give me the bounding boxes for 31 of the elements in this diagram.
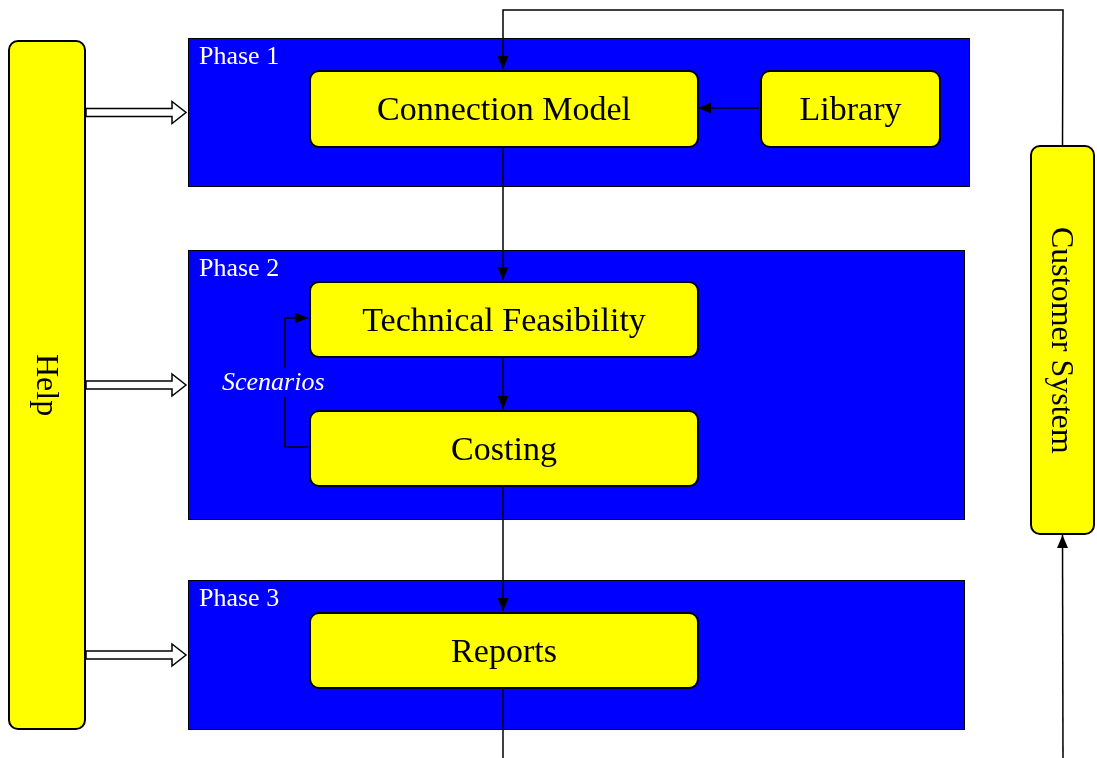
phase-panel <box>188 580 965 730</box>
arrow <box>497 356 509 410</box>
help-box <box>8 40 86 730</box>
process-box <box>309 281 699 358</box>
connector-line <box>502 687 504 758</box>
node-label: Library <box>799 90 902 128</box>
process-box <box>309 70 699 148</box>
node-label: Costing <box>451 429 557 468</box>
process-box <box>760 70 941 148</box>
node-label: Technical Feasibility <box>362 300 646 339</box>
node-label: Reports <box>451 631 557 670</box>
arrow <box>497 146 509 281</box>
system-box <box>1030 145 1095 535</box>
phase-label: Phase 2 <box>199 253 280 283</box>
process-box <box>309 410 699 487</box>
arrow <box>497 9 1064 146</box>
phase-panel <box>188 38 970 187</box>
double-line-arrow <box>85 642 188 668</box>
node-label: Connection Model <box>377 90 631 128</box>
node-label: Customer System <box>1044 226 1081 454</box>
process-box <box>309 612 699 689</box>
node-label: Help <box>28 353 66 417</box>
double-line-arrow <box>85 99 188 126</box>
edge-label: Scenarios <box>222 368 325 397</box>
phase-panel <box>188 250 965 520</box>
phase-label: Phase 3 <box>199 583 280 613</box>
double-line-arrow <box>85 372 188 398</box>
arrow <box>697 102 760 114</box>
phase-label: Phase 1 <box>199 41 280 71</box>
arrow <box>1057 534 1069 758</box>
arrow <box>497 485 509 612</box>
